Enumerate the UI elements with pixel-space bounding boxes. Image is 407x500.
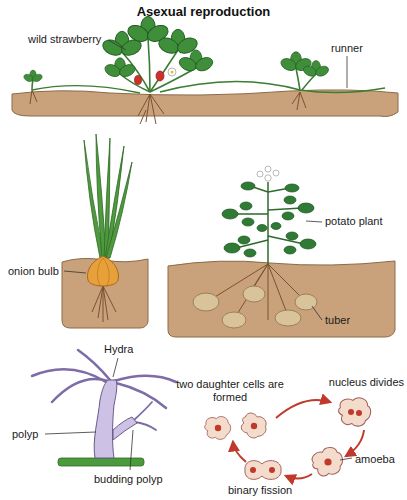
strawberry-illustration xyxy=(12,16,398,124)
plant-name: wild strawberry xyxy=(28,33,101,46)
hydra-illustration xyxy=(32,350,176,466)
organism-name: amoeba xyxy=(355,453,395,466)
stage-label: two daughter cells are formed xyxy=(176,378,284,404)
onion-illustration xyxy=(62,134,148,328)
diagram-title: Asexual reproduction xyxy=(137,4,271,19)
amoeba-cycle-illustration xyxy=(205,398,371,480)
organism-name: Hydra xyxy=(104,343,133,356)
stage-label: binary fission xyxy=(228,484,292,497)
leader-lines xyxy=(45,40,352,470)
stage-label: nucleus divides xyxy=(329,376,404,389)
potato-illustration xyxy=(168,166,395,337)
part-name: onion bulb xyxy=(8,265,59,278)
part-name: tuber xyxy=(325,314,350,327)
plant-name: potato plant xyxy=(325,215,383,228)
part-name: runner xyxy=(331,42,363,55)
part-name: polyp xyxy=(12,428,38,441)
part-name: budding polyp xyxy=(94,473,163,486)
